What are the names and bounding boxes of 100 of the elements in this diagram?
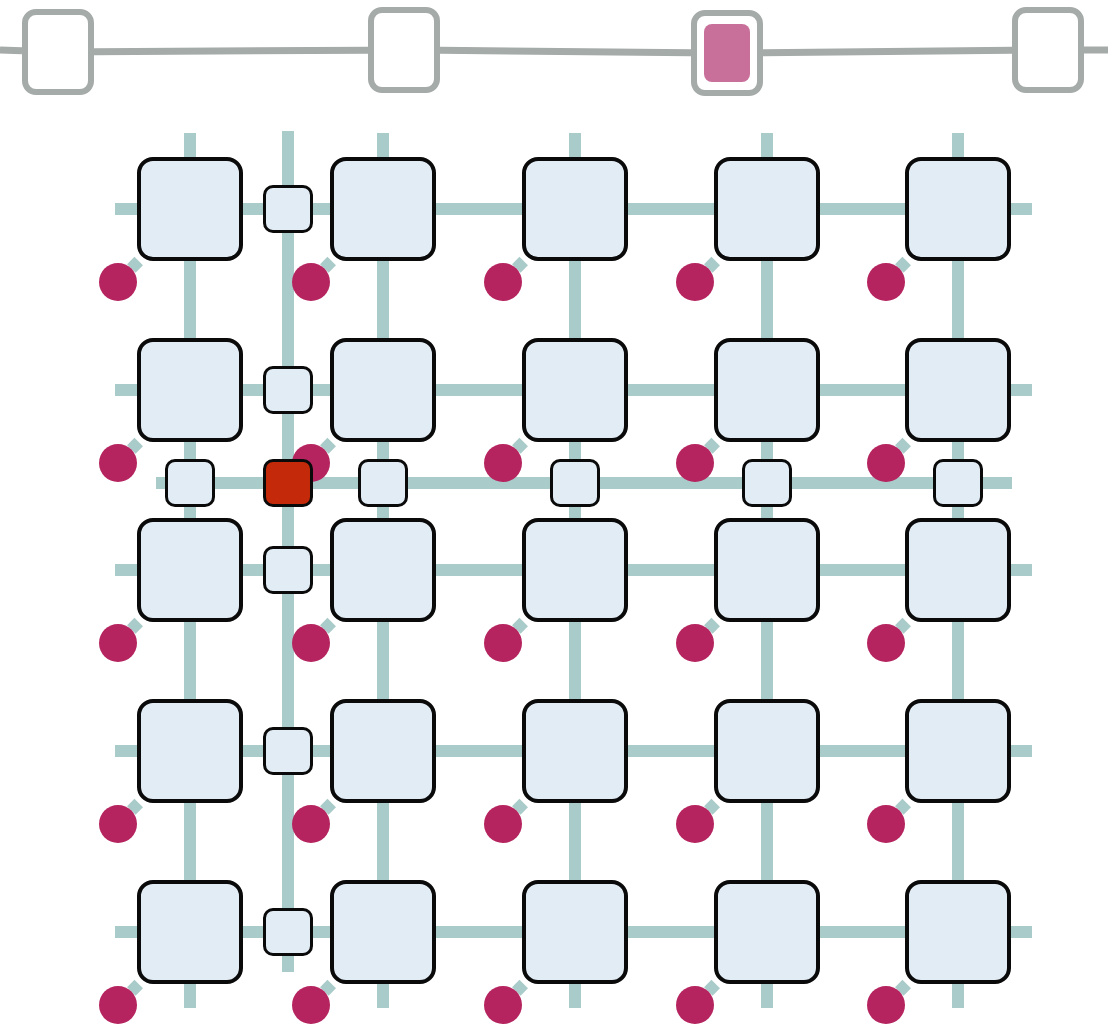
leader-line bbox=[895, 979, 911, 996]
bus-line bbox=[282, 131, 294, 185]
bus-line bbox=[1011, 203, 1032, 215]
tile-box bbox=[522, 157, 628, 261]
port-dot bbox=[867, 805, 905, 843]
bus-line bbox=[792, 477, 933, 489]
connector-line bbox=[0, 46, 23, 55]
bus-line bbox=[761, 261, 773, 338]
tile-box bbox=[905, 880, 1011, 984]
port-dot bbox=[484, 986, 522, 1024]
port-dot bbox=[484, 624, 522, 662]
router-box bbox=[742, 459, 792, 507]
tile-box bbox=[522, 518, 628, 622]
tile-box bbox=[330, 880, 436, 984]
port-dot bbox=[484, 805, 522, 843]
port-dot bbox=[676, 805, 714, 843]
bus-line bbox=[243, 564, 263, 576]
leader-line bbox=[704, 256, 720, 273]
bus-line bbox=[282, 594, 294, 727]
port-dot bbox=[867, 444, 905, 482]
leader-line bbox=[127, 798, 143, 815]
bus-line bbox=[952, 133, 964, 157]
router-box bbox=[933, 459, 983, 507]
bus-line bbox=[569, 442, 581, 459]
tile-box bbox=[714, 338, 820, 442]
stage-box bbox=[691, 10, 763, 96]
bus-line bbox=[313, 384, 330, 396]
bus-line bbox=[820, 745, 905, 757]
bus-line bbox=[820, 926, 905, 938]
bus-line bbox=[1011, 926, 1032, 938]
tile-box bbox=[522, 699, 628, 803]
leader-line bbox=[895, 256, 911, 273]
bus-line bbox=[156, 477, 165, 489]
bus-line bbox=[761, 133, 773, 157]
router-box bbox=[263, 546, 313, 594]
leader-line bbox=[512, 256, 528, 273]
leader-line bbox=[895, 437, 911, 454]
tile-box bbox=[330, 518, 436, 622]
bus-line bbox=[952, 442, 964, 459]
bus-line bbox=[628, 745, 714, 757]
bus-line bbox=[115, 926, 137, 938]
bus-line bbox=[1011, 564, 1032, 576]
router-box bbox=[358, 459, 408, 507]
port-dot bbox=[867, 986, 905, 1024]
bus-line bbox=[952, 984, 964, 1008]
port-dot bbox=[292, 263, 330, 301]
bus-line bbox=[569, 133, 581, 157]
bus-line bbox=[313, 203, 330, 215]
bus-line bbox=[115, 564, 137, 576]
connector-line bbox=[1084, 46, 1108, 54]
leader-line bbox=[704, 798, 720, 815]
tile-box bbox=[330, 699, 436, 803]
tile-box bbox=[522, 880, 628, 984]
bus-line bbox=[761, 984, 773, 1008]
port-dot bbox=[676, 986, 714, 1024]
stage-box bbox=[1012, 7, 1084, 93]
bus-line bbox=[569, 984, 581, 1008]
bus-line bbox=[184, 133, 196, 157]
bus-line bbox=[436, 745, 522, 757]
bus-line bbox=[569, 803, 581, 880]
port-dot bbox=[99, 444, 137, 482]
bus-line bbox=[820, 564, 905, 576]
bus-line bbox=[761, 507, 773, 518]
port-dot bbox=[99, 624, 137, 662]
bus-line bbox=[820, 384, 905, 396]
connector-line bbox=[93, 46, 369, 56]
bus-line bbox=[184, 984, 196, 1008]
port-dot bbox=[99, 263, 137, 301]
bus-line bbox=[761, 622, 773, 699]
bus-line bbox=[243, 926, 263, 938]
router-box bbox=[263, 366, 313, 414]
port-dot bbox=[867, 263, 905, 301]
bus-line bbox=[569, 507, 581, 518]
bus-line bbox=[628, 384, 714, 396]
bus-line bbox=[761, 442, 773, 459]
bus-line bbox=[569, 261, 581, 338]
leader-line bbox=[320, 979, 336, 996]
bus-line bbox=[761, 803, 773, 880]
leader-line bbox=[512, 617, 528, 634]
stage-box bbox=[22, 9, 94, 95]
bus-line bbox=[243, 203, 263, 215]
bus-line bbox=[377, 442, 389, 459]
bus-line bbox=[243, 745, 263, 757]
bus-line bbox=[952, 507, 964, 518]
bus-line bbox=[313, 745, 330, 757]
bus-line bbox=[408, 477, 550, 489]
connector-line bbox=[762, 46, 1013, 57]
tile-box bbox=[714, 880, 820, 984]
port-dot bbox=[484, 263, 522, 301]
bus-line bbox=[436, 564, 522, 576]
bus-line bbox=[377, 984, 389, 1008]
tile-box bbox=[905, 338, 1011, 442]
leader-line bbox=[127, 617, 143, 634]
bus-line bbox=[377, 133, 389, 157]
bus-line bbox=[115, 203, 137, 215]
leader-line bbox=[704, 979, 720, 996]
tile-box bbox=[905, 157, 1011, 261]
bus-line bbox=[377, 261, 389, 338]
tile-box bbox=[714, 157, 820, 261]
bus-line bbox=[115, 745, 137, 757]
